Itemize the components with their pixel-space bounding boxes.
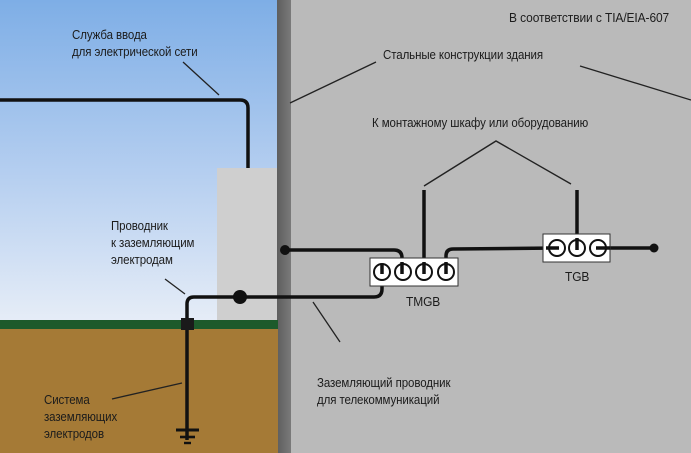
label-line: Проводник: [111, 219, 168, 233]
label-line: Служба ввода: [72, 28, 147, 42]
ground-icon: [176, 428, 199, 445]
electrode-clamp: [181, 318, 194, 330]
standard-note: В соответствии с TIA/EIA-607: [509, 10, 670, 25]
tgb-end-point: [649, 243, 659, 253]
leader-to-rack: [423, 140, 572, 187]
leader-building-steel-left: [289, 61, 377, 104]
panel-bond-point: [233, 290, 247, 304]
backbone-conductor: [444, 246, 559, 272]
label-electrode-conductor: Проводник к заземляющим электродам: [111, 218, 194, 269]
leader-electrical-service: [182, 61, 220, 96]
leader-electrode-system: [111, 382, 183, 400]
leader-electrode-conductor: [164, 278, 186, 295]
label-tmgb: TMGB: [406, 294, 441, 309]
building-panel: [217, 168, 277, 322]
label-to-rack: К монтажному шкафу или оборудованию: [372, 116, 589, 130]
label-line: заземляющих: [44, 410, 118, 424]
leader-telecom-conductor: [312, 301, 341, 343]
leader-building-steel-right: [579, 65, 691, 101]
soil: [0, 329, 278, 453]
steel-bond-point: [280, 245, 290, 255]
label-line: Система: [44, 393, 90, 407]
label-line: для телекоммуникаций: [317, 393, 440, 407]
grass-line: [0, 320, 278, 329]
label-line: электродов: [44, 427, 104, 441]
label-line: Заземляющий проводник: [317, 376, 451, 390]
label-tgb: TGB: [565, 269, 590, 284]
label-line: к заземляющим: [111, 236, 195, 250]
telecom-bonding-conductor: [185, 272, 384, 440]
wall-edge: [277, 0, 291, 453]
label-electrical-service: Служба ввода для электрической сети: [72, 27, 198, 61]
label-line: электродам: [111, 253, 173, 267]
label-electrode-system: Система заземляющих электродов: [44, 392, 117, 443]
label-building-steel: Стальные конструкции здания: [383, 48, 543, 62]
label-line: для электрической сети: [72, 45, 198, 59]
electrical-service-line: [0, 98, 250, 168]
label-telecom-bonding-conductor: Заземляющий проводник для телекоммуникац…: [317, 375, 451, 409]
